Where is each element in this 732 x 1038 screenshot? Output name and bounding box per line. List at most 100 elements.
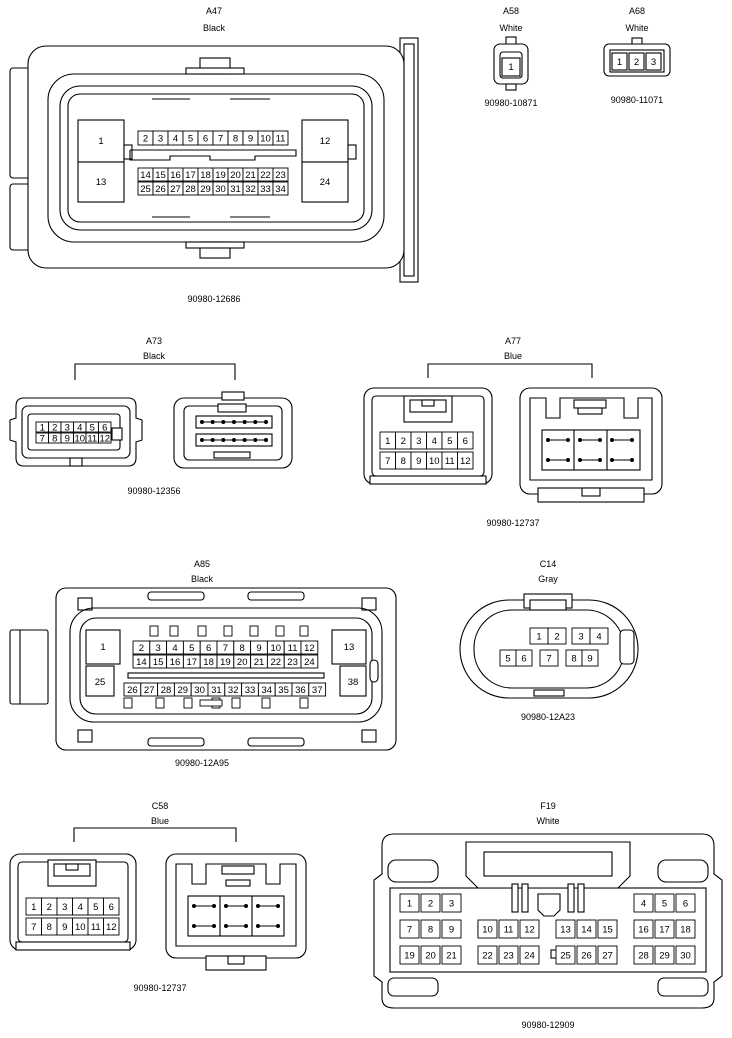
c58-part-number: 90980-12737 [133,983,186,993]
a85-pin-label: 20 [237,657,248,668]
f19-pin-14 [576,919,597,939]
a85-stud [223,625,233,637]
a47-pin-label: 20 [230,170,241,181]
a47-pin-label: 19 [215,170,226,181]
a85-pin-24 [300,654,319,669]
a47-key-left [123,144,133,160]
a85-pin-label: 21 [254,657,265,668]
c14-pin-9 [581,649,599,667]
a47-pin-label: 29 [200,184,211,195]
c58-male-lock-tab [225,879,251,887]
a58-code: A58 [503,6,519,16]
a58-pin-label: 1 [508,62,513,73]
a85-pin-label: 6 [206,643,211,654]
f19-lock-slot [577,883,585,913]
c58-pin-label: 8 [47,922,52,933]
f19-pin-label: 17 [659,924,670,935]
c58-male-terminals [192,904,280,928]
a85-bottom-clip [247,737,305,747]
f19-pin-label: 5 [662,898,667,909]
a85-stud [299,625,309,637]
a73-pin-label: 2 [52,422,57,433]
a68-color: White [625,23,648,33]
a47-pin-23 [272,167,289,182]
a73-male-latch [221,391,245,401]
a85-top-clip [147,591,205,601]
c58-male-terminal-block [187,895,285,937]
a85-stud [183,697,193,709]
a47-pin-label: 30 [215,184,226,195]
a85-pin-label: 7 [223,643,228,654]
c58-color: Blue [151,816,169,826]
a85-stud [155,697,165,709]
f19-pin-label: 15 [602,924,613,935]
a47-pin-label: 33 [260,184,271,195]
c58-pin-label: 5 [93,902,98,913]
a47-pin-label: 9 [248,133,253,144]
a73-pin-label: 1 [40,422,45,433]
a47-pin-label: 1 [98,136,103,147]
f19-corner-tab [657,859,709,883]
f19-lock-slot [511,883,519,913]
a58-foot [505,83,517,91]
a73-female-key [111,427,123,441]
c14-pin-label: 3 [578,631,583,642]
a85-pin-label: 11 [288,643,298,654]
a85-shroud-outer [69,607,383,723]
a85-pin-1 [85,629,121,665]
c14-housing [459,599,639,699]
c58-pin-label: 9 [62,922,67,933]
a73-pin-label: 10 [74,433,85,444]
a85-pin-label: 35 [278,685,289,696]
c14-code: C14 [540,559,557,569]
f19-pin-label: 18 [680,924,691,935]
f19-pin-30 [675,945,696,965]
f19-pin-6 [675,893,696,913]
a58-color: White [499,23,522,33]
f19-pin-5 [654,893,675,913]
a73-pair-bracket [74,363,236,380]
c58-pin-label: 7 [31,922,36,933]
a85-corner-tab [361,729,377,743]
a85-pin-label: 14 [136,657,147,668]
a47-pin-label: 25 [140,184,151,195]
a73-color: Black [143,351,166,361]
a85-side-plug [9,629,49,705]
a68-pin-label: 1 [617,57,622,68]
a47-pin-label: 21 [245,170,256,181]
a77-male-lock-tab [577,407,603,415]
a85-pin-label: 15 [153,657,164,668]
a68-pin-label: 3 [651,57,656,68]
f19-pin-16 [633,919,654,939]
a77-pin-label: 3 [416,436,421,447]
c14-top-lock-inner [529,599,567,611]
f19-center-key [537,893,561,917]
f19-pin-label: 13 [560,924,571,935]
a73-male-lock [217,403,247,413]
a77-male-lock [573,399,607,409]
a73-pin-label: 12 [99,433,110,444]
f19-pin-label: 4 [641,898,646,909]
a68-pin-2 [628,52,645,71]
a47-face [67,93,365,223]
c58-pin-label: 11 [91,922,101,933]
a68-pin-label: 2 [634,57,639,68]
f19-pin-label: 19 [404,950,415,961]
a85-pin-label: 19 [220,657,231,668]
a73-pin-label: 6 [102,422,107,433]
c58-pin-label: 3 [62,902,67,913]
a77-pin-6 [457,431,474,450]
a85-stud [261,697,271,709]
f19-pin-2 [420,893,441,913]
a68-pin-1 [611,52,628,71]
a73-pin-label: 9 [65,433,70,444]
c14-pin-label: 2 [554,631,559,642]
a47-polarization-channel [129,149,297,161]
connector-a58: A58 White 1 90980-10871 [484,6,537,108]
a77-pin-label: 11 [445,456,455,467]
a85-top-clip [247,591,305,601]
